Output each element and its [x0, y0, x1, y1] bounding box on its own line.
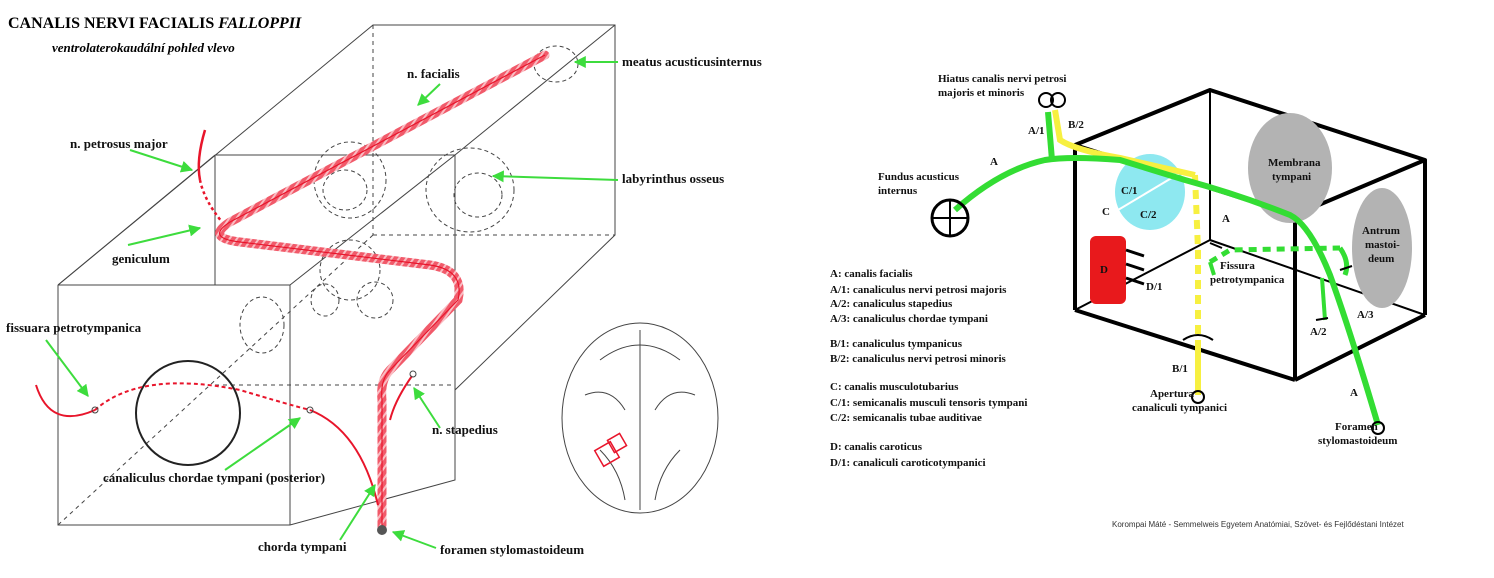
- petrosus-major-dashed: [198, 179, 223, 223]
- label-foramen: foramen stylomastoideum: [440, 542, 584, 557]
- legend-line: A: canalis facialis: [830, 268, 913, 280]
- apertura-ring: [1191, 390, 1205, 404]
- canaliculus-a3-dashed: [1208, 245, 1341, 265]
- label-petrosus: n. petrosus major: [70, 136, 168, 151]
- legend-line: A/2: canaliculus stapedius: [830, 298, 953, 310]
- chorda-tympani-lower: [309, 409, 379, 506]
- label-fissura-2: petrotympanica: [1210, 274, 1285, 286]
- hiatus-ring-2: [1050, 92, 1066, 108]
- legend-line: D/1: canaliculi caroticotympanici: [830, 457, 986, 469]
- caroticotympanic-canaliculi: [1125, 248, 1145, 286]
- foramen-dot: [377, 525, 387, 535]
- label-membrana-2: tympani: [1272, 171, 1311, 183]
- left-subtitle: ventrolaterokaudální pohled vlevo: [52, 40, 235, 55]
- skull-inset: [561, 322, 719, 514]
- credit-line: Korompai Máté - Semmelweis Egyetem Anató…: [1112, 520, 1404, 529]
- legend-line: A/1: canaliculus nervi petrosi majoris: [830, 284, 1007, 296]
- legend-line: C/2: semicanalis tubae auditivae: [830, 412, 982, 424]
- label-C1: C/1: [1121, 185, 1138, 197]
- chorda-tympani-dashed: [94, 382, 311, 411]
- label-antrum-1: Antrum: [1362, 225, 1400, 237]
- stapedius-point: [409, 370, 417, 378]
- label-A-bot: A: [1350, 387, 1358, 399]
- label-C2: C/2: [1140, 209, 1157, 221]
- label-chorda: chorda tympani: [258, 539, 347, 554]
- legend-line: B/1: canaliculus tympanicus: [830, 338, 963, 350]
- tick-marks: [1182, 242, 1353, 341]
- petrosus-major-nerve: [197, 129, 207, 181]
- label-D1: D/1: [1146, 281, 1163, 293]
- legend-line: D: canalis caroticus: [830, 441, 923, 453]
- fundus-symbol: [930, 198, 970, 238]
- label-fissura-1: Fissura: [1220, 260, 1255, 272]
- label-labyrinthus: labyrinthus osseus: [622, 171, 724, 186]
- label-foramen-1: Foramen: [1335, 421, 1378, 433]
- label-D: D: [1100, 264, 1108, 276]
- legend-line: C: canalis musculotubarius: [830, 381, 959, 393]
- stapedius-nerve: [389, 375, 413, 421]
- label-fundus-2: internus: [878, 185, 918, 197]
- label-hiatus-2: majoris et minoris: [938, 87, 1025, 99]
- label-fissuara: fissuara petrotympanica: [6, 320, 142, 335]
- label-A-mid: A: [1222, 213, 1230, 225]
- canalis-caroticus: [1090, 236, 1126, 304]
- legend-line: B/2: canaliculus nervi petrosi minoris: [830, 353, 1007, 365]
- label-stapedius: n. stapedius: [432, 422, 498, 437]
- chorda-tympani-nerve: [35, 384, 96, 418]
- label-A3: A/3: [1357, 309, 1374, 321]
- canaliculus-a1: [1045, 111, 1055, 161]
- canalis-facialis: [953, 155, 1381, 426]
- label-hiatus-1: Hiatus canalis nervi petrosi: [938, 73, 1066, 85]
- membrana-tympani: [1248, 113, 1332, 223]
- label-B1: B/1: [1172, 363, 1188, 375]
- label-membrana-1: Membrana: [1268, 157, 1321, 169]
- canaliculus-a3: [1337, 246, 1350, 276]
- label-antrum-3: deum: [1368, 253, 1394, 265]
- label-A1: A/1: [1028, 125, 1045, 137]
- canaliculus-point: [306, 406, 314, 414]
- right-diagram: Hiatus canalis nervi petrosi majoris et …: [830, 73, 1427, 529]
- bone-block-outline: [57, 24, 616, 526]
- label-meatus: meatus acusticusinternus: [622, 54, 762, 69]
- left-diagram: CANALIS NERVI FACIALIS FALLOPPII ventrol…: [6, 15, 762, 557]
- label-canaliculus: canaliculus chordae tympani (posterior): [103, 470, 325, 485]
- antrum-mastoideum: [1352, 188, 1412, 308]
- foramen-ring: [1371, 421, 1385, 435]
- label-antrum-2: mastoi-: [1365, 239, 1400, 251]
- canaliculus-tympanicus-dashed: [1192, 174, 1201, 340]
- label-facialis: n. facialis: [407, 66, 460, 81]
- label-apertura-1: Apertura: [1150, 388, 1194, 400]
- left-title: CANALIS NERVI FACIALIS FALLOPPII: [8, 15, 302, 32]
- label-fundus-1: Fundus acusticus: [878, 171, 960, 183]
- hiatus-ring-1: [1038, 92, 1054, 108]
- legend: A: canalis facialis A/1: canaliculus ner…: [830, 268, 1027, 469]
- fissure-point: [91, 406, 99, 414]
- facial-nerve-outline: [219, 54, 546, 530]
- label-B2: B/2: [1068, 119, 1084, 131]
- labyrinth-dashed: [239, 45, 579, 354]
- label-A-top: A: [990, 156, 998, 168]
- label-A2: A/2: [1310, 326, 1327, 338]
- label-geniculum: geniculum: [112, 251, 170, 266]
- label-apertura-2: canaliculi tympanici: [1132, 402, 1227, 414]
- legend-line: A/3: canaliculus chordae tympani: [830, 313, 988, 325]
- left-arrows: [45, 56, 619, 549]
- label-foramen-2: stylomastoideum: [1318, 435, 1397, 447]
- fissura-link: [1208, 261, 1216, 276]
- legend-line: C/1: semicanalis musculi tensoris tympan…: [830, 397, 1027, 409]
- label-C: C: [1102, 206, 1110, 218]
- tympanic-membrane-ring: [135, 360, 241, 466]
- canaliculus-a2: [1320, 277, 1327, 321]
